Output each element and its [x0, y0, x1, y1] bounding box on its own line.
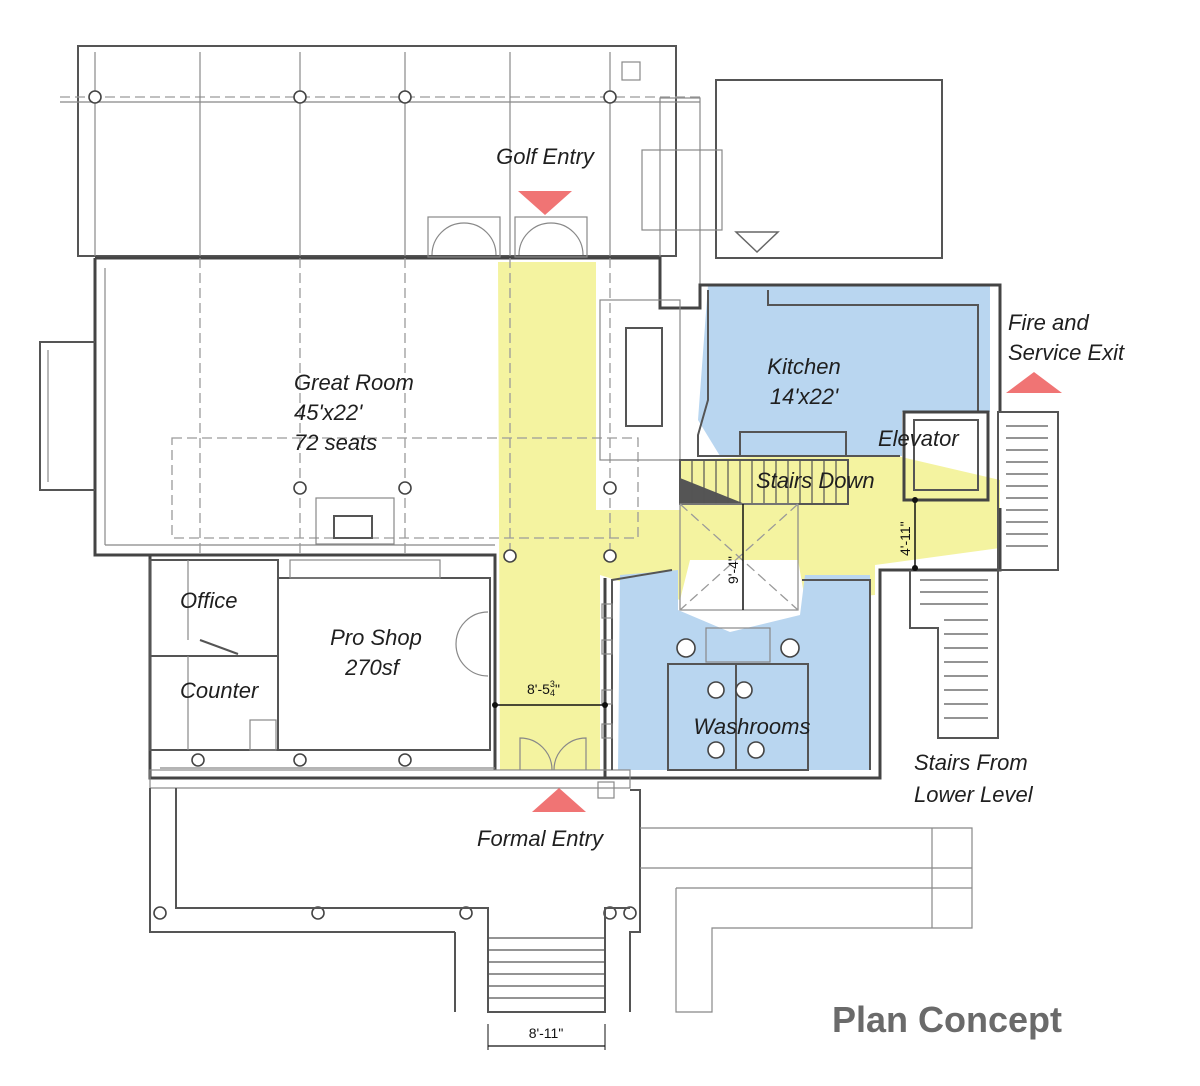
pro-shop-label-2: 270sf [344, 655, 402, 680]
great-room-framing [171, 258, 681, 555]
office-label: Office [180, 588, 237, 613]
golf-entry-doors [427, 216, 588, 258]
plan-title: Plan Concept [832, 999, 1062, 1040]
formal-entry-doors [519, 737, 615, 799]
fire-exit-marker [1006, 372, 1062, 393]
fire-exit-label-1: Fire and [1008, 310, 1089, 335]
circulation-highlight [498, 262, 1000, 770]
golf-entry-label: Golf Entry [496, 144, 596, 169]
pro-shop-label-1: Pro Shop [330, 625, 422, 650]
washrooms-label: Washrooms [694, 714, 811, 739]
office-pro-shop-walls [149, 559, 491, 751]
dimension-entry-stairs: 8'-11" [529, 1025, 564, 1041]
vestibule [679, 503, 799, 611]
kitchen-label-2: 14'x22' [770, 384, 839, 409]
lower-deck [149, 788, 973, 1013]
fire-exit-label-2: Service Exit [1008, 340, 1125, 365]
great-room-label-1: Great Room [294, 370, 414, 395]
washroom-highlight [618, 570, 870, 770]
kitchen-label-1: Kitchen [767, 354, 840, 379]
great-room-label-2: 45'x22' [294, 400, 363, 425]
formal-entry-marker [532, 788, 586, 812]
upper-right-block [641, 79, 943, 309]
dimension-elevator-corridor: 4'-11" [897, 521, 913, 556]
elevator-box [902, 410, 990, 502]
upper-terrace [60, 45, 700, 257]
dimension-vestibule: 9'-4" [725, 556, 741, 584]
elevator-label: Elevator [878, 426, 960, 451]
kitchen-highlight [698, 285, 990, 456]
stairs-lower-label-1: Stairs From [914, 750, 1028, 775]
lower-level-stairs [909, 570, 999, 739]
washroom-walls [601, 569, 871, 771]
golf-entry-marker [518, 191, 572, 215]
formal-entry-label: Formal Entry [477, 826, 605, 851]
stairs-down-label: Stairs Down [756, 468, 875, 493]
dimension-lines [487, 497, 918, 1050]
great-room-label-3: 72 seats [294, 430, 377, 455]
service-stairs [997, 411, 1059, 571]
stairs-lower-label-2: Lower Level [914, 782, 1034, 807]
counter-label: Counter [180, 678, 260, 703]
columns [88, 90, 637, 920]
main-walls [39, 256, 1002, 789]
kitchen-walls [697, 290, 979, 457]
